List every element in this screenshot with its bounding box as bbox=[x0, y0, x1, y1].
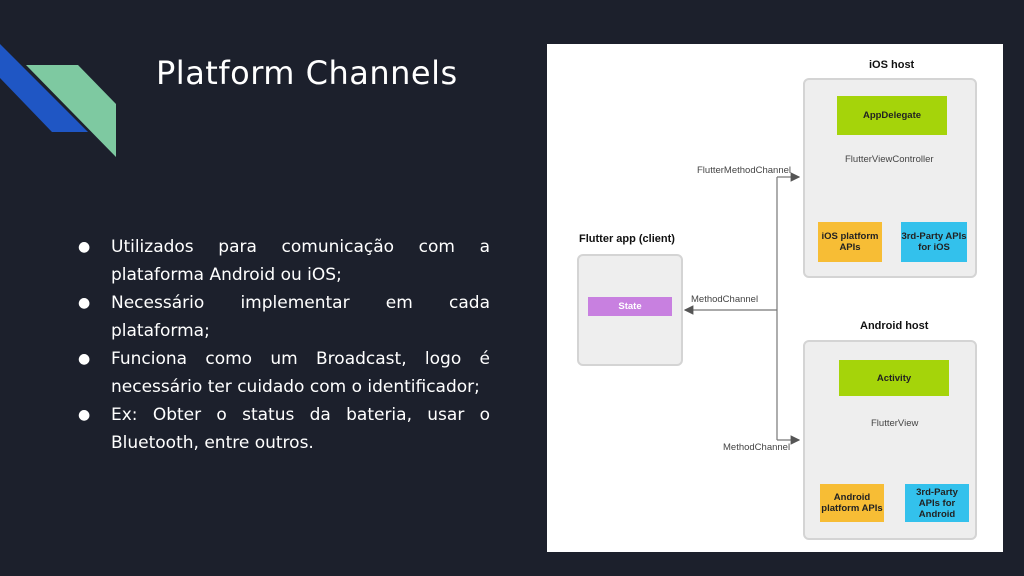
third-party-android-chip: 3rd-Party APIs for Android bbox=[905, 484, 969, 522]
method-channel-label-left: MethodChannel bbox=[691, 294, 759, 305]
app-delegate-chip: AppDelegate bbox=[837, 96, 947, 135]
slide-title: Platform Channels bbox=[156, 54, 458, 92]
method-channel-label-bottom: MethodChannel bbox=[723, 442, 791, 453]
bullet-dot: ● bbox=[78, 295, 91, 311]
bullet-dot: ● bbox=[78, 351, 91, 367]
bullet-item: ●Utilizados para comunicação com a plata… bbox=[78, 233, 490, 289]
bullet-dot: ● bbox=[78, 239, 91, 255]
flutter-method-channel-label: FlutterMethodChannel bbox=[697, 165, 791, 176]
flutter-view-controller-label: FlutterViewController bbox=[845, 154, 934, 165]
activity-chip: Activity bbox=[839, 360, 949, 396]
bullet-item: ●Funciona como um Broadcast, logo é nece… bbox=[78, 345, 490, 401]
decorative-stripes bbox=[0, 44, 116, 157]
ios-host-title: iOS host bbox=[869, 59, 915, 71]
third-party-ios-chip: 3rd-Party APIs for iOS bbox=[901, 222, 967, 262]
platform-channels-diagram: Flutter app (client) State iOS host AppD… bbox=[547, 44, 1003, 552]
android-host-title: Android host bbox=[860, 320, 929, 332]
state-chip: State bbox=[588, 297, 672, 316]
bullet-list: ●Utilizados para comunicação com a plata… bbox=[78, 233, 490, 457]
android-platform-apis-chip: Android platform APIs bbox=[820, 484, 884, 522]
flutter-view-label: FlutterView bbox=[871, 418, 919, 429]
bullet-item: ●Necessário implementar em cada platafor… bbox=[78, 289, 490, 345]
bullet-dot: ● bbox=[78, 407, 91, 423]
ios-platform-apis-chip: iOS platform APIs bbox=[818, 222, 882, 262]
flutter-app-title: Flutter app (client) bbox=[579, 233, 675, 245]
bullet-item: ●Ex: Obter o status da bateria, usar o B… bbox=[78, 401, 490, 457]
